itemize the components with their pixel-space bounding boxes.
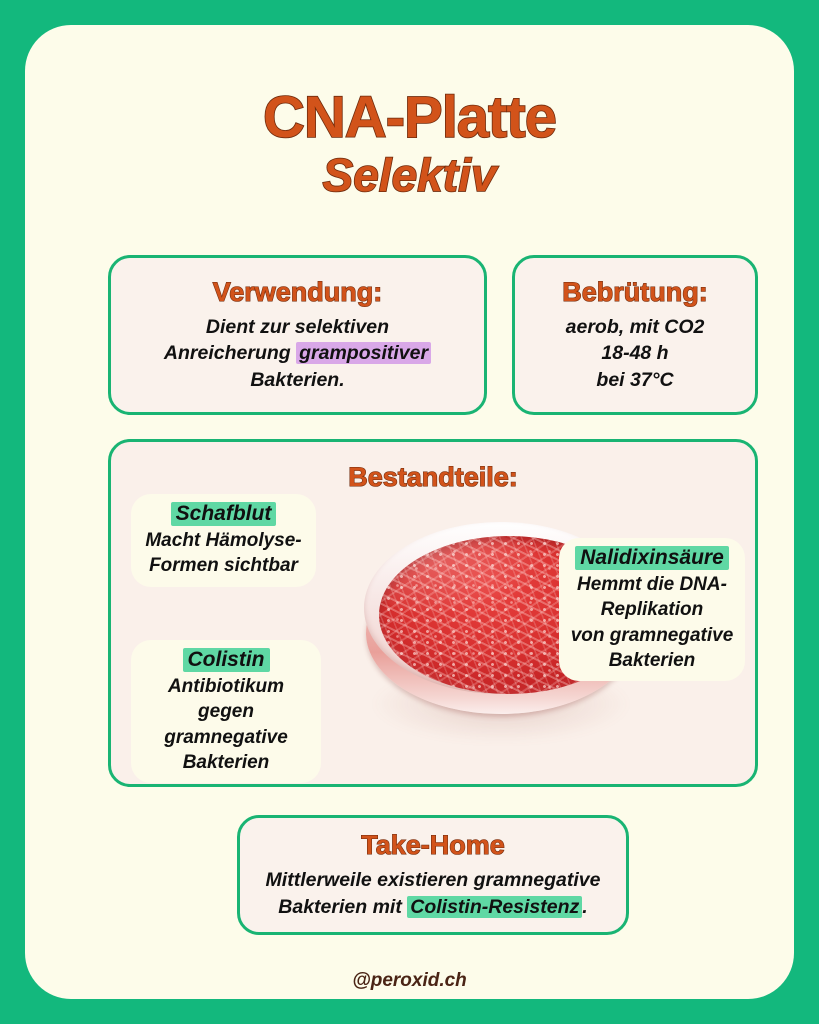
page-subtitle: Selektiv xyxy=(322,149,498,202)
incubation-card-body: aerob, mit CO2 18-48 h bei 37°C xyxy=(527,314,743,394)
component-name-nalidixinsaeure: Nalidixinsäure xyxy=(575,546,729,570)
usage-line-3: Bakterien. xyxy=(250,368,345,391)
component-card-schafblut: Schafblut Macht Hämolyse-Formen sichtbar xyxy=(131,494,316,587)
incubation-line-2: 18-48 h xyxy=(601,342,669,365)
page-title: CNA-Platte xyxy=(262,85,558,150)
incubation-card-heading: Bebrütung: xyxy=(562,276,709,307)
take-home-body: Mittlerweile existieren gramnegative Bak… xyxy=(252,867,614,920)
incubation-card: Bebrütung: aerob, mit CO2 18-48 h bei 37… xyxy=(512,255,758,415)
usage-line-2-prefix: Anreicherung xyxy=(163,342,297,365)
footer-handle: @peroxid.ch xyxy=(352,970,467,991)
component-name-schafblut: Schafblut xyxy=(170,502,277,526)
incubation-line-1: aerob, mit CO2 xyxy=(565,315,705,338)
take-home-highlight-colistin-resistenz: Colistin-Resistenz xyxy=(407,895,583,918)
poster-card: CNA-Platte Selektiv Verwendung: Dient zu… xyxy=(25,25,794,999)
components-heading: Bestandteile: xyxy=(348,461,519,492)
usage-highlight-grampositiv: grampositiver xyxy=(296,342,432,365)
component-card-nalidixinsaeure: Nalidixinsäure Hemmt die DNA-Replikation… xyxy=(559,538,745,682)
take-home-line-2-suffix: . xyxy=(582,895,588,918)
usage-card: Verwendung: Dient zur selektiven Anreich… xyxy=(108,255,487,415)
take-home-line-1: Mittlerweile existieren gramnegative xyxy=(265,868,601,891)
take-home-card: Take-Home Mittlerweile existieren gramne… xyxy=(237,815,629,935)
take-home-line-2-prefix: Bakterien mit xyxy=(278,895,408,918)
components-panel: Bestandteile: Schafblut Macht Hämolyse-F… xyxy=(108,439,758,787)
usage-line-1: Dient zur selektiven xyxy=(205,315,390,338)
component-desc-schafblut: Macht Hämolyse-Formen sichtbar xyxy=(145,530,302,577)
incubation-line-3: bei 37°C xyxy=(596,368,674,391)
take-home-line-2: Bakterien mit Colistin-Resistenz. xyxy=(252,894,614,921)
component-name-colistin: Colistin xyxy=(182,648,270,672)
usage-line-2: Anreicherung grampositiver xyxy=(123,340,472,367)
usage-card-heading: Verwendung: xyxy=(212,276,383,307)
usage-card-body: Dient zur selektiven Anreicherung grampo… xyxy=(123,314,472,394)
title-block: CNA-Platte Selektiv xyxy=(25,85,794,202)
take-home-heading: Take-Home xyxy=(361,829,506,860)
